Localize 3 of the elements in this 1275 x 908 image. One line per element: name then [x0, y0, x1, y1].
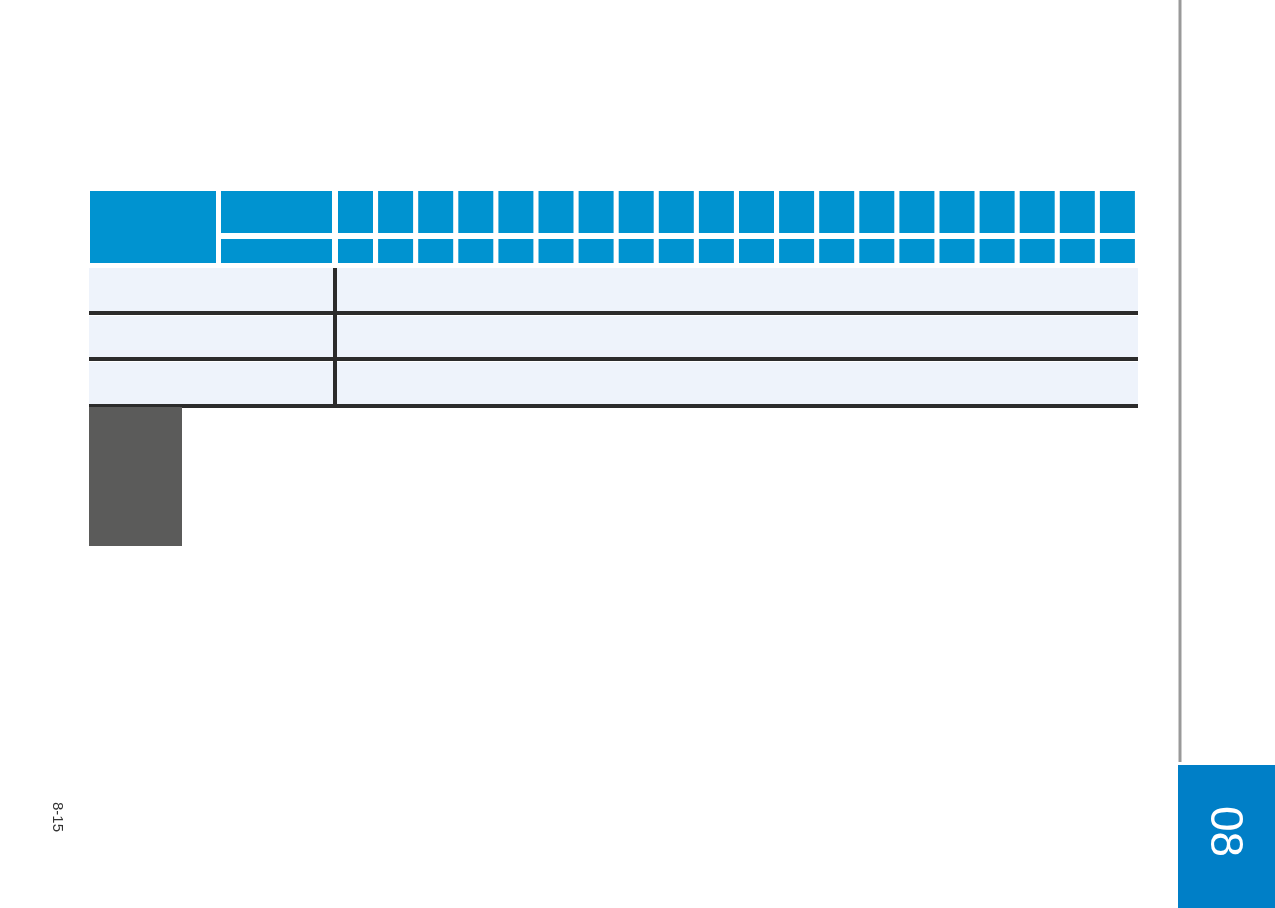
chapter-tab [1178, 765, 1275, 908]
chapter-number: 08 [1203, 805, 1250, 858]
page-number: 8-15 [50, 802, 67, 833]
